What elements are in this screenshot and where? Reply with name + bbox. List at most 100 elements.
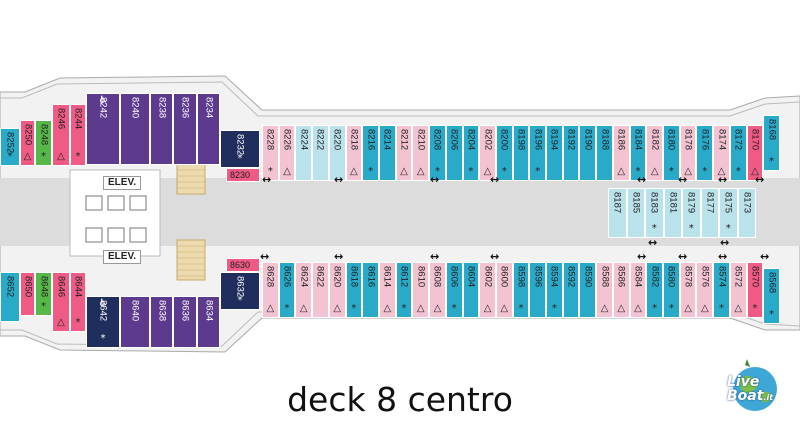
cabin-8246[interactable]: 8246△ (52, 104, 70, 166)
cabin-8612[interactable]: 8612* (395, 262, 413, 318)
cabin-8183[interactable]: 8183* (645, 188, 664, 238)
cabin-8646[interactable]: 8646△ (52, 272, 70, 332)
cabin-8588[interactable]: 8588△ (596, 262, 613, 318)
cabin-8214[interactable]: 8214 (378, 125, 396, 181)
cabin-8182[interactable]: 8182△ (646, 125, 664, 181)
cabin-8590[interactable]: 8590 (579, 262, 597, 318)
cabin-8574[interactable]: 8574* (713, 262, 730, 318)
cabin-8624[interactable]: 8624△ (295, 262, 313, 318)
cabin-8202[interactable]: 8202△ (479, 125, 496, 181)
cabin-8614[interactable]: 8614△ (378, 262, 396, 318)
cabin-8610[interactable]: 8610 △ (412, 262, 430, 318)
cabin-8620[interactable]: 8620△ (328, 262, 346, 318)
cabin-8168[interactable]: 8168* (763, 115, 780, 171)
cabin-8628[interactable]: 8628△ (262, 262, 279, 318)
cabin-8568[interactable]: 8568* (763, 268, 780, 324)
cabin-8220[interactable]: 8220 (328, 125, 346, 181)
cabin-8598[interactable]: 8598* (512, 262, 530, 318)
cabin-8172[interactable]: 8172* (729, 125, 747, 181)
cabin-8222[interactable]: 8222 (312, 125, 329, 181)
cabin-8236[interactable]: 8236 (173, 93, 197, 165)
cabin-8190[interactable]: 8190 (579, 125, 597, 181)
cabin-8179[interactable]: 8179* (682, 188, 701, 238)
cabin-8170[interactable]: 8170△ (746, 125, 764, 181)
cabin-8616[interactable]: 8616 (362, 262, 379, 318)
triangle-marker: △ (416, 303, 425, 314)
cabin-8194[interactable]: 8194 (546, 125, 563, 181)
cabin-8650[interactable]: 8650 (20, 272, 35, 316)
cabin-8604[interactable]: 8604 (462, 262, 480, 318)
cabin-8218[interactable]: 8218△ (345, 125, 363, 181)
cabin-8188[interactable]: 8188 (596, 125, 613, 181)
cabin-8216[interactable]: 8216* (362, 125, 379, 181)
cabin-8630[interactable]: 8630 (226, 258, 260, 272)
cabin-8234[interactable]: 8234 (197, 93, 220, 165)
cabin-8636[interactable]: 8636 (173, 296, 197, 348)
cabin-8622[interactable]: 8622 (312, 262, 329, 318)
cabin-8184[interactable]: 8184* (629, 125, 647, 181)
cabin-8181[interactable]: 8181 (663, 188, 682, 238)
cabin-8210[interactable]: 8210△ (412, 125, 430, 181)
cabin-8648[interactable]: 8648* (35, 272, 52, 316)
cabin-8250[interactable]: 8250△ (20, 120, 35, 166)
cabin-8586[interactable]: 8586△ (612, 262, 630, 318)
cabin-8644[interactable]: 8644* (70, 272, 86, 332)
cabin-8602[interactable]: 8602△ (479, 262, 496, 318)
cabin-8200[interactable]: 8200* (495, 125, 513, 181)
cabin-8252[interactable]: 8252* (0, 128, 20, 166)
cabin-8638[interactable]: 8638 (150, 296, 173, 348)
cabin-8594[interactable]: 8594* (546, 262, 563, 318)
cabin-number: 8181 (667, 192, 679, 214)
cabin-8582[interactable]: 8582* (646, 262, 664, 318)
cabin-8230[interactable]: 8230 (226, 168, 260, 182)
cabin-8176[interactable]: 8176* (696, 125, 714, 181)
cabin-8206[interactable]: 8206 (445, 125, 463, 181)
cabin-8224[interactable]: 8224 (295, 125, 313, 181)
star-marker: * (368, 166, 374, 177)
cabin-8175[interactable]: 8175* (719, 188, 738, 238)
cabin-8180[interactable]: 8180* (663, 125, 680, 181)
cabin-8570[interactable]: 8570* (746, 262, 764, 318)
cabin-8592[interactable]: 8592 (562, 262, 580, 318)
cabin-8584[interactable]: 8584△ (629, 262, 647, 318)
cabin-8212[interactable]: 8212△ (395, 125, 413, 181)
cabin-8173[interactable]: 8173 (737, 188, 756, 238)
cabin-8238[interactable]: 8238 (150, 93, 173, 165)
cabin-8187[interactable]: 8187 (608, 188, 627, 238)
cabin-8572[interactable]: 8572△ (729, 262, 747, 318)
cabin-8608[interactable]: 8608△ (429, 262, 446, 318)
cabin-8600[interactable]: 8600△ (495, 262, 513, 318)
connecting-door-icon: ↔ (760, 250, 770, 263)
cabin-8228[interactable]: 8228* (262, 125, 279, 181)
cabin-8642[interactable]: 8642♿* (86, 296, 120, 348)
cabin-8652[interactable]: 8652 (0, 272, 20, 322)
cabin-8226[interactable]: 8226△ (278, 125, 296, 181)
cabin-8208[interactable]: 8208* (429, 125, 446, 181)
cabin-8640[interactable]: 8640 (120, 296, 150, 348)
star-marker: * (735, 166, 741, 177)
cabin-8578[interactable]: 8578△ (679, 262, 697, 318)
cabin-8186[interactable]: 8186△ (612, 125, 630, 181)
cabin-8626[interactable]: 8626* (278, 262, 296, 318)
cabin-8192[interactable]: 8192 (562, 125, 580, 181)
cabin-8177[interactable]: 8177 (700, 188, 719, 238)
cabin-number: 8610 (415, 266, 427, 288)
cabin-8576[interactable]: 8576△ (696, 262, 714, 318)
cabin-8580[interactable]: 8580* (663, 262, 680, 318)
cabin-8248[interactable]: 8248* (35, 120, 52, 166)
cabin-8232[interactable]: 8232* (220, 130, 260, 168)
cabin-8632[interactable]: 8632* (220, 272, 260, 310)
cabin-8242[interactable]: 8242♿ (86, 93, 120, 165)
cabin-8198[interactable]: 8198 (512, 125, 530, 181)
cabin-8196[interactable]: 8196* (529, 125, 547, 181)
cabin-8240[interactable]: 8240 (120, 93, 150, 165)
cabin-8634[interactable]: 8634 (197, 296, 220, 348)
cabin-8606[interactable]: 8606* (445, 262, 463, 318)
cabin-8174[interactable]: 8174△ (713, 125, 730, 181)
cabin-8596[interactable]: 8596 (529, 262, 547, 318)
cabin-8618[interactable]: 8618* (345, 262, 363, 318)
cabin-8244[interactable]: 8244* (70, 104, 86, 166)
cabin-8204[interactable]: 8204* (462, 125, 480, 181)
cabin-8178[interactable]: 8178△ (679, 125, 697, 181)
cabin-8185[interactable]: 8185 (626, 188, 645, 238)
